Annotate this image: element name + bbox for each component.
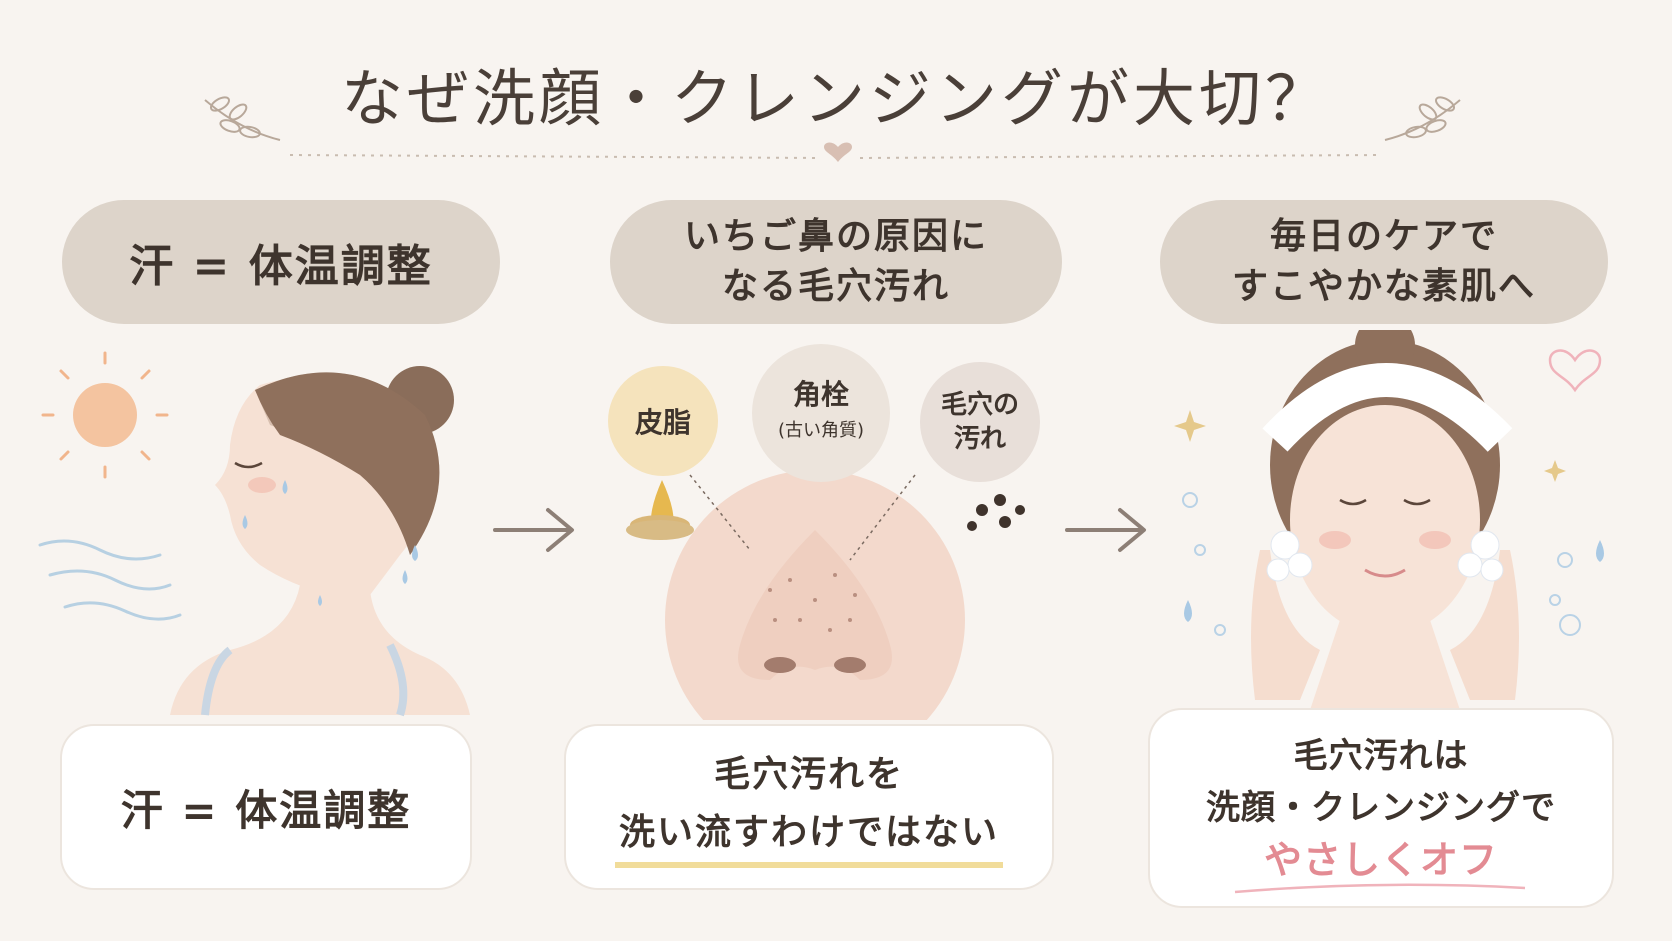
heart-icon [824,142,852,162]
arrow-right-icon[interactable] [490,505,580,555]
wind-lines-icon [38,539,182,621]
panel2-illustration [626,470,1025,720]
sparkle-icon [1174,410,1566,482]
sweat-drop-icon [1184,540,1604,622]
pore-dirt-icon [967,494,1025,531]
sweat-drop-icon [242,480,418,606]
panel1-card: 汗 = 体温調整 [60,724,472,890]
panel1-illustration [38,351,470,717]
arrow-right-icon[interactable] [1062,505,1152,555]
pore-dirt-label-bubble: 毛穴の 汚れ [920,362,1040,482]
panel1-heading: 汗 = 体温調整 [62,200,500,324]
sun-icon [41,351,169,479]
panel3-illustration [1174,330,1604,710]
panel3-heading: 毎日のケアで すこやかな素肌へ [1160,200,1608,324]
panel2-heading: いちご鼻の原因に なる毛穴汚れ [610,200,1062,324]
sebum-label-bubble: 皮脂 [608,366,718,476]
heart-icon [1548,349,1602,393]
emphasis-text: やさしくオフ [1263,838,1498,882]
headband [1262,363,1513,452]
plug-label-bubble: 角栓 (古い角質) [752,344,890,482]
page-title: なぜ洗顔・クレンジングが大切？ [340,62,1331,135]
neck-shoulders [170,585,470,715]
panel2-card: 毛穴汚れを 洗い流すわけではない [564,724,1054,890]
underline-swash [1234,883,1526,894]
foam-bubbles [1266,530,1504,582]
face [1290,405,1480,635]
highlighted-text: 洗い流すわけではない [614,804,1003,868]
panel3-card: 毛穴汚れは 洗顔・クレンジングで やさしくオフ [1148,708,1614,908]
